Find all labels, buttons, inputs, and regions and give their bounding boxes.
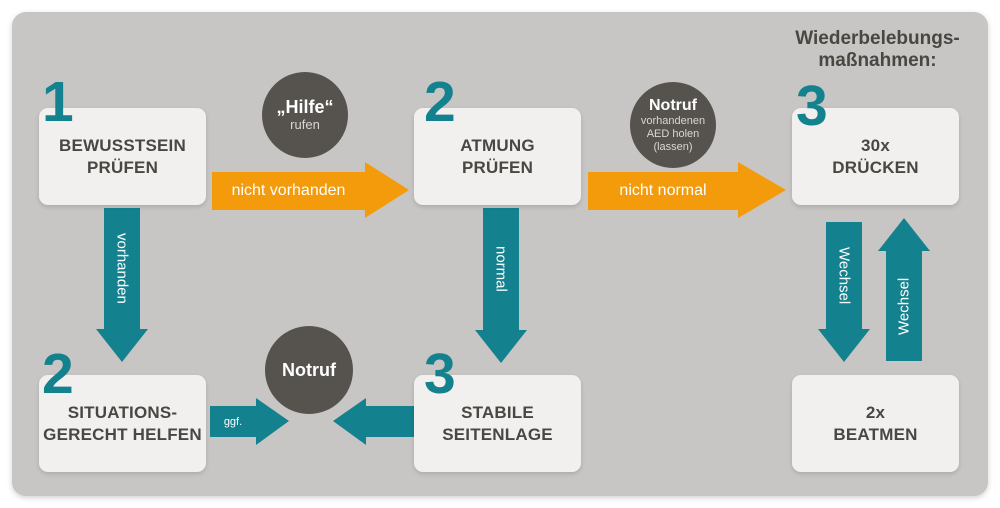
arrow-shaft	[104, 208, 140, 329]
box-line: GERECHT HELFEN	[43, 424, 202, 444]
circle-subtitle: rufen	[290, 117, 320, 132]
box-line: SEITENLAGE	[442, 424, 553, 444]
step-number-2-bottom: 2	[42, 342, 74, 406]
arrow-shaft	[588, 172, 738, 210]
box-line: 30x	[861, 135, 890, 155]
box-line: BEWUSSTSEIN	[59, 135, 186, 155]
arrow-label: vorhanden	[113, 233, 131, 304]
arrow-head	[333, 398, 366, 445]
circle-line: (lassen)	[653, 140, 693, 153]
step-box-stabile-seitenlage: STABILE SEITENLAGE	[414, 375, 581, 472]
arrow-label: ggf.	[223, 415, 243, 428]
box-line: PRÜFEN	[86, 157, 159, 177]
step-number-3-bottom: 3	[424, 342, 456, 406]
arrow-label: nicht vorhanden	[231, 182, 346, 199]
step-box-30x-druecken: 30x DRÜCKEN	[792, 108, 959, 205]
arrow-shaft	[366, 406, 415, 437]
arrow-head	[878, 218, 930, 251]
notruf-circle: Notruf	[265, 326, 353, 414]
box-line: BEATMEN	[833, 424, 918, 444]
arrow-shaft	[212, 172, 365, 210]
circle-line: vorhandenen	[640, 114, 706, 127]
circle-title: „Hilfe“	[276, 97, 334, 117]
arrow-normal: normal	[475, 208, 527, 363]
page-title-line2: maßnahmen:	[818, 50, 937, 71]
step-box-situationsgerecht-helfen: SITUATIONS- GERECHT HELFEN	[39, 375, 206, 472]
step-number-1: 1	[42, 70, 74, 134]
arrow-shaft	[210, 406, 256, 437]
circle-line: AED holen	[646, 127, 700, 140]
arrow-seitenlage-to-notruf	[333, 398, 415, 445]
arrow-nicht-vorhanden: nicht vorhanden	[212, 162, 409, 218]
arrow-head	[738, 162, 786, 218]
arrow-ggf: ggf.	[210, 398, 289, 445]
arrow-head	[818, 329, 870, 362]
arrow-head	[96, 329, 148, 362]
step-box-bewusstsein-pruefen: BEWUSSTSEIN PRÜFEN	[39, 108, 206, 205]
page-title-line1: Wiederbelebungs-	[795, 28, 960, 49]
arrow-wechsel-up: Wechsel	[878, 218, 930, 361]
arrow-head	[365, 162, 409, 218]
notruf-aed-circle: Notruf vorhandenen AED holen (lassen)	[630, 82, 716, 168]
step-box-2x-beatmen: 2x BEATMEN	[792, 375, 959, 472]
page-title: Wiederbelebungs- maßnahmen:	[775, 28, 980, 72]
box-line: 2x	[865, 402, 886, 422]
arrow-shaft	[483, 208, 519, 330]
arrow-vorhanden: vorhanden	[96, 208, 148, 362]
arrow-label: Wechsel	[835, 246, 853, 305]
box-line: STABILE	[461, 402, 534, 422]
arrow-label: Wechsel	[895, 277, 913, 335]
box-line: ATMUNG	[460, 135, 535, 155]
arrow-shaft	[886, 251, 922, 361]
circle-title: Notruf	[282, 360, 336, 380]
arrow-shaft	[826, 222, 862, 329]
box-line: DRÜCKEN	[832, 157, 919, 177]
arrow-head	[475, 330, 527, 363]
box-line: PRÜFEN	[461, 157, 534, 177]
arrow-label: normal	[492, 246, 510, 292]
box-line: SITUATIONS-	[67, 402, 178, 422]
step-number-2-top: 2	[424, 70, 456, 134]
step-number-3-top: 3	[796, 74, 828, 138]
step-box-atmung-pruefen: ATMUNG PRÜFEN	[414, 108, 581, 205]
arrow-wechsel-down: Wechsel	[818, 222, 870, 362]
hilfe-rufen-circle: „Hilfe“ rufen	[262, 72, 348, 158]
arrow-label: nicht normal	[619, 182, 707, 199]
arrow-nicht-normal: nicht normal	[588, 162, 786, 218]
circle-title: Notruf	[649, 96, 697, 114]
